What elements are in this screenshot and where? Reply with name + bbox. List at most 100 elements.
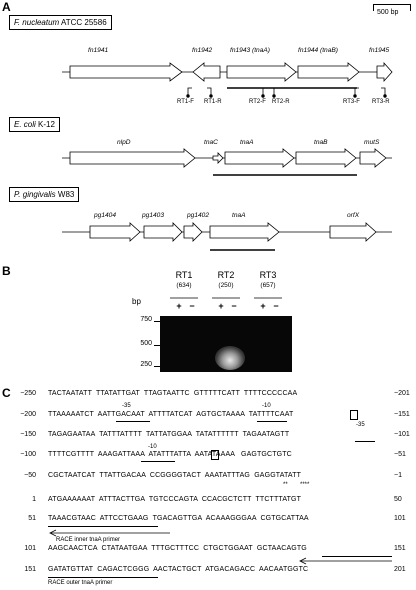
pg1404-arrow <box>89 222 141 242</box>
race-outer-primer-label: RACE outer tnaA primer <box>48 580 113 586</box>
promoter-minus35-label: -35 <box>122 403 131 409</box>
sequence-text: TAGAGAATAA TATTTATTTT TATTATGGAA TATATTT… <box>48 431 290 438</box>
organism-name: F. nucleatum <box>14 18 60 27</box>
organism-name: P. gingivalis <box>14 190 56 199</box>
gel-lane-size: (250) <box>218 282 234 289</box>
position-left: 1 <box>32 496 36 503</box>
scale-bar-label: 500 bp <box>377 9 399 16</box>
race-outer-arrow <box>299 557 392 565</box>
gene-label-muts: mutS <box>364 139 380 146</box>
rbs-stars: ** <box>283 482 288 488</box>
organism-strain: ATCC 25586 <box>61 18 107 27</box>
sequence-line: 51 TAAACGTAAC ATTCCTGAAG TGACAGTTGA ACAA… <box>0 515 416 527</box>
position-left: 101 <box>24 545 36 552</box>
sequence-line: −50 CGCTAATCAT TTATTGACAA CCGGGGTACT AAA… <box>0 472 416 484</box>
sequence-text: TACTAATATT TTATATTGAT TTAGTAATTC GTTTTTC… <box>48 390 298 397</box>
sequence-text: AAGCAACTCA CTATAATGAA TTTGCTTTCC CTGCTGG… <box>48 545 307 552</box>
panel-b-label: B <box>2 264 11 278</box>
sequence-line: 1 ATGAAAAAAT ATTTACTTGA TGTCCCAGTA CCACG… <box>0 496 416 508</box>
gene-label-fn1945: fn1945 <box>369 47 390 54</box>
race-inner-arrow <box>49 529 170 537</box>
promoter-underline <box>141 461 175 462</box>
gel-plus-sign: + <box>176 301 182 311</box>
sequence-text: TTAAAAATCT AATTGACAAT ATTTTATCAT AGTGCTA… <box>48 411 294 418</box>
primer-label-rt1r: RT1-R <box>204 99 222 105</box>
sequence-text: CGCTAATCAT TTATTGACAA CCGGGGTACT AAATATT… <box>48 472 302 479</box>
rt3f-marker <box>354 87 359 96</box>
ladder-tick <box>154 366 160 367</box>
primer-label-rt2f: RT2-F <box>249 99 266 105</box>
position-right: −1 <box>394 472 402 479</box>
fn1943-arrow <box>226 62 297 82</box>
fn1941-arrow <box>69 62 183 82</box>
organism-box-ecoli: E. coli K-12 <box>9 117 60 132</box>
transcription-start-box <box>350 410 358 420</box>
gel-lane-size: (634) <box>176 282 192 289</box>
gel-minus-sign: − <box>231 301 237 311</box>
gene-label-pg1402: pg1402 <box>187 212 210 219</box>
organism-box-porphyromonas: P. gingivalis W83 <box>9 187 80 202</box>
gel-image <box>160 316 292 372</box>
sequence-line: 151 GATATGTTAT CAGACTCGGG AACTACTGCT ATG… <box>0 566 416 578</box>
position-right: −101 <box>394 431 410 438</box>
gene-label-tnac: tnaC <box>204 139 218 146</box>
primer-label-rt1f: RT1-F <box>177 99 194 105</box>
gel-plus-sign: + <box>218 301 224 311</box>
organism-box-fusobacterium: F. nucleatum ATCC 25586 <box>9 15 112 30</box>
gel-lane-title: RT2 <box>217 270 235 280</box>
promoter-minus10-label: -10 <box>262 403 271 409</box>
pg1402-arrow <box>183 222 203 242</box>
ladder-label-250: 250 <box>140 361 152 368</box>
position-right: 50 <box>394 496 402 503</box>
sequence-text: TAAACGTAAC ATTCCTGAAG TGACAGTTGA ACAAAGG… <box>48 515 309 522</box>
gel-plus-sign: + <box>260 301 266 311</box>
position-left: −150 <box>20 431 36 438</box>
race-inner-primer-label: RACE inner tnaA primer <box>56 537 121 543</box>
primer-label-rt3f: RT3-F <box>343 99 360 105</box>
fn1944-arrow <box>297 62 360 82</box>
primer-label-rt2r: RT2-R <box>272 99 290 105</box>
fn1945-arrow <box>376 61 393 83</box>
fn1942-arrow <box>192 62 221 82</box>
position-right: 151 <box>394 545 406 552</box>
orfx-arrow <box>329 222 377 242</box>
position-right: −151 <box>394 411 410 418</box>
rt2r-marker <box>270 87 275 96</box>
sequence-line: −250 TACTAATATT TTATATTGAT TTAGTAATTC GT… <box>0 390 416 402</box>
gel-lane-size: (657) <box>260 282 276 289</box>
gene-label-pg1404: pg1404 <box>94 212 117 219</box>
tnab-ec-arrow <box>295 148 357 168</box>
position-left: 51 <box>28 515 36 522</box>
gel-lane-title: RT3 <box>259 270 277 280</box>
panel-c-label: C <box>2 386 11 400</box>
sequence-text: ATGAAAAAAT ATTTACTTGA TGTCCCAGTA CCACGCT… <box>48 496 302 503</box>
promoter-underline <box>257 421 287 422</box>
position-left: −250 <box>20 390 36 397</box>
organism-strain: W83 <box>57 190 75 199</box>
gene-label-tnaa-pg: tnaA <box>232 212 246 219</box>
rt3r-marker <box>381 87 386 96</box>
primer-label-rt3r: RT3-R <box>372 99 390 105</box>
panel-a-label: A <box>2 0 11 14</box>
promoter-minus10-label: -10 <box>148 444 157 450</box>
sequence-line: −200 TTAAAAATCT AATTGACAAT ATTTTATCAT AG… <box>0 411 416 423</box>
gel-minus-sign: − <box>189 301 195 311</box>
gene-label-tnab-ec: tnaB <box>314 139 328 146</box>
rt1f-marker <box>187 87 192 96</box>
position-right: 101 <box>394 515 406 522</box>
gene-label-fn1942: fn1942 <box>192 47 213 54</box>
promoter-underline <box>355 441 375 442</box>
rt2f-marker <box>262 87 267 96</box>
gel-bp-label: bp <box>132 297 141 306</box>
gene-label-fn1943: fn1943 (tnaA) <box>230 47 270 54</box>
sequence-line: 101 AAGCAACTCA CTATAATGAA TTTGCTTTCC CTG… <box>0 545 416 557</box>
muts-arrow <box>359 148 387 168</box>
position-left: 151 <box>24 566 36 573</box>
transcription-start-box <box>211 450 219 460</box>
gene-label-nlpd: nlpD <box>117 139 131 146</box>
gene-maps <box>62 61 393 251</box>
scale-bar <box>373 4 411 11</box>
gene-label-tnaa-ec: tnaA <box>240 139 254 146</box>
ladder-tick <box>154 345 160 346</box>
ladder-label-750: 750 <box>140 316 152 323</box>
